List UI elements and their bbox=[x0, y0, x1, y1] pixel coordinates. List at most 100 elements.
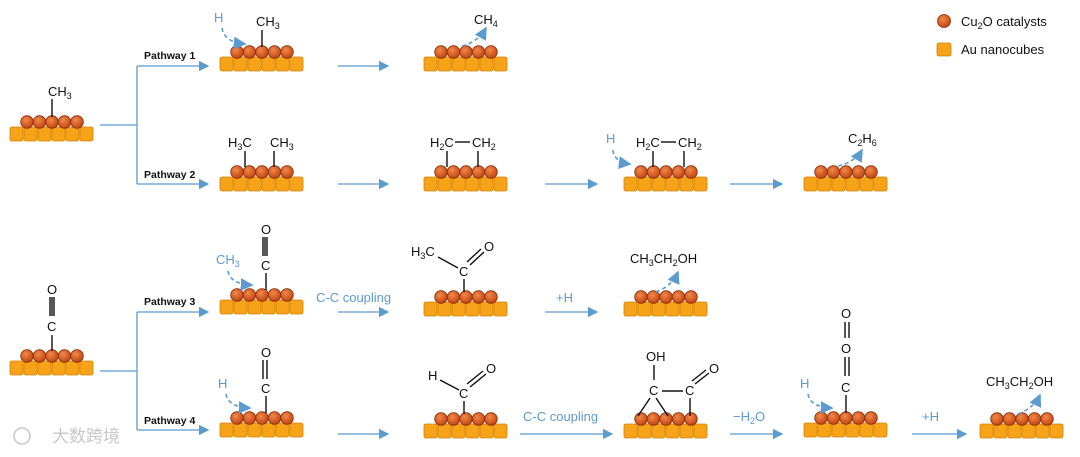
au-nanocube bbox=[651, 423, 666, 439]
cu2o-sphere bbox=[826, 165, 841, 179]
cu2o-sphere bbox=[671, 290, 686, 304]
p4-step3: OH C C O bbox=[637, 349, 719, 417]
au-nanocube bbox=[665, 301, 680, 317]
au-nanocube bbox=[275, 422, 290, 438]
svg-text:O: O bbox=[486, 361, 496, 376]
au-nanocube bbox=[219, 299, 234, 315]
au-nanocube bbox=[261, 56, 276, 72]
cu2o-sphere bbox=[659, 165, 673, 179]
au-nanocube bbox=[693, 176, 708, 192]
cu2o-sphere bbox=[634, 165, 648, 179]
p4-step2-catalyst bbox=[423, 412, 508, 439]
watermark: 大数跨境 bbox=[13, 427, 120, 446]
au-nanocube bbox=[979, 423, 994, 439]
au-nanocube bbox=[803, 176, 818, 192]
svg-text:O: O bbox=[709, 361, 719, 376]
cu2o-sphere bbox=[864, 165, 878, 179]
watermark-logo-icon bbox=[13, 427, 31, 445]
au-nanocube bbox=[247, 422, 262, 438]
minus-h2o-label: −H2O bbox=[733, 409, 765, 426]
au-nanocube bbox=[23, 126, 38, 142]
svg-text:H3C: H3C bbox=[228, 135, 252, 152]
au-nanocube bbox=[859, 422, 874, 438]
au-nanocube bbox=[665, 176, 680, 192]
p4-step3-catalyst bbox=[623, 412, 708, 439]
au-nanocube bbox=[9, 126, 24, 142]
svg-text:C: C bbox=[261, 258, 270, 273]
cu2o-sphere bbox=[280, 45, 294, 59]
au-nanocube bbox=[479, 56, 494, 72]
cu2o-legend-swatch bbox=[937, 14, 951, 28]
cu2o-sphere bbox=[634, 290, 648, 304]
cu2o-sphere bbox=[814, 165, 828, 179]
au-nanocube bbox=[423, 423, 438, 439]
cu2o-sphere bbox=[45, 115, 59, 129]
cu2o-sphere bbox=[230, 45, 244, 59]
p4-step5: CH3CH2OH bbox=[986, 374, 1053, 415]
svg-text:H: H bbox=[606, 131, 615, 146]
cu2o-sphere bbox=[267, 45, 282, 59]
au-nanocube bbox=[79, 360, 94, 376]
cu2o-sphere bbox=[242, 165, 257, 179]
au-nanocube bbox=[859, 176, 874, 192]
au-nanocube bbox=[289, 56, 304, 72]
au-nanocube bbox=[261, 299, 276, 315]
au-nanocube bbox=[637, 423, 652, 439]
au-nanocube bbox=[651, 301, 666, 317]
au-nanocube bbox=[65, 126, 80, 142]
au-nanocube bbox=[289, 299, 304, 315]
svg-text:C: C bbox=[649, 383, 658, 398]
cu2o-sphere bbox=[839, 165, 853, 179]
p2-step3-catalyst bbox=[623, 165, 708, 192]
cu2o-sphere bbox=[255, 45, 269, 59]
cu2o-sphere bbox=[57, 115, 72, 129]
cu2o-sphere bbox=[32, 115, 47, 129]
au-nanocube bbox=[693, 301, 708, 317]
start-ch3: CH3 bbox=[48, 84, 72, 117]
svg-text:CH3CH2OH: CH3CH2OH bbox=[630, 251, 697, 268]
cu2o-sphere bbox=[851, 411, 866, 425]
svg-text:O: O bbox=[841, 306, 851, 321]
svg-text:H: H bbox=[800, 376, 809, 391]
cu2o-sphere bbox=[434, 290, 448, 304]
cu2o-sphere bbox=[267, 165, 282, 179]
cu2o-sphere bbox=[434, 45, 448, 59]
cu2o-sphere bbox=[471, 165, 486, 179]
cu2o-sphere bbox=[20, 349, 34, 363]
cu2o-sphere bbox=[20, 115, 34, 129]
svg-text:C: C bbox=[261, 381, 270, 396]
au-nanocube bbox=[1021, 423, 1036, 439]
au-nanocube bbox=[437, 176, 452, 192]
cu2o-sphere bbox=[242, 411, 257, 425]
au-nanocube bbox=[233, 299, 248, 315]
au-nanocube bbox=[219, 422, 234, 438]
cu2o-sphere bbox=[1015, 412, 1029, 426]
cu2o-sphere bbox=[851, 165, 866, 179]
p1-step1-catalyst bbox=[219, 45, 304, 72]
svg-text:H3C: H3C bbox=[411, 244, 435, 261]
au-nanocube bbox=[51, 360, 66, 376]
p2-step4: C2H6 bbox=[837, 131, 877, 167]
svg-text:CH3: CH3 bbox=[270, 135, 294, 152]
svg-text:O: O bbox=[261, 345, 271, 360]
au-nanocube bbox=[803, 422, 818, 438]
cu2o-sphere bbox=[684, 412, 698, 426]
au-legend-label: Au nanocubes bbox=[961, 42, 1045, 57]
cu2o-sphere bbox=[255, 411, 269, 425]
au-nanocube bbox=[637, 301, 652, 317]
svg-text:CH3: CH3 bbox=[216, 252, 240, 269]
svg-text:CH4: CH4 bbox=[474, 12, 498, 29]
svg-text:H: H bbox=[428, 368, 437, 383]
au-nanocube bbox=[275, 299, 290, 315]
step-arrows bbox=[338, 60, 968, 440]
cu2o-sphere bbox=[659, 412, 673, 426]
au-nanocube bbox=[1035, 423, 1050, 439]
p1-step2: CH4 bbox=[461, 12, 498, 47]
p3-step2: H3C C O bbox=[411, 239, 494, 292]
cu2o-sphere bbox=[839, 411, 853, 425]
plus-h-label-1: +H bbox=[556, 290, 573, 305]
au-nanocube bbox=[465, 301, 480, 317]
au-nanocube bbox=[845, 422, 860, 438]
au-nanocube bbox=[679, 301, 694, 317]
svg-text:C: C bbox=[685, 383, 694, 398]
